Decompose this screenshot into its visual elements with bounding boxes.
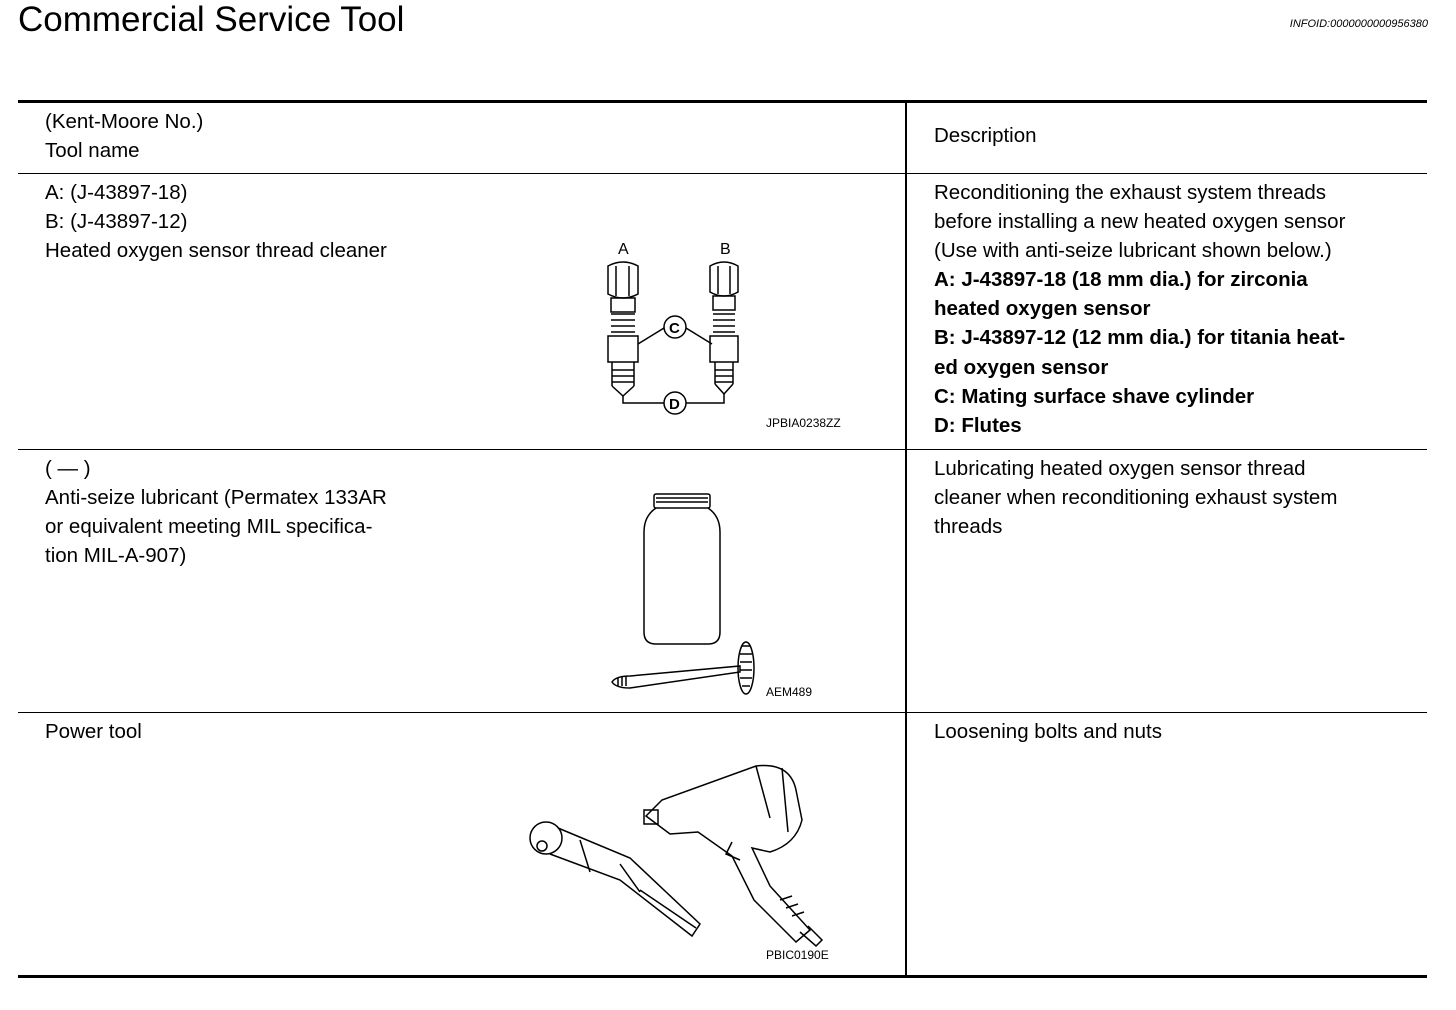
description-line: threads <box>934 515 1003 538</box>
tool-name: Heated oxygen sensor thread cleaner <box>45 239 387 262</box>
tool-name: Power tool <box>45 720 142 743</box>
figure-code: PBIC0190E <box>766 948 829 962</box>
tool-number-a: A: (J-43897-18) <box>45 181 188 204</box>
figure-code: JPBIA0238ZZ <box>766 416 841 430</box>
description-bold-line: heated oxygen sensor <box>934 297 1151 320</box>
description-line: Reconditioning the exhaust system thread… <box>934 181 1327 204</box>
figure-label-b: B <box>720 241 731 258</box>
header-description: Description <box>934 124 1037 147</box>
figure-label-c: C <box>669 320 680 337</box>
header-divider <box>18 173 1427 174</box>
description-bold-line: A: J-43897-18 (18 mm dia.) for zirconia <box>934 268 1308 291</box>
thread-cleaner-figure: A B C D <box>607 241 739 415</box>
description-line: cleaner when reconditioning exhaust syst… <box>934 486 1338 509</box>
row-divider-1 <box>18 449 1427 450</box>
tool-name: or equivalent meeting MIL specifica- <box>45 515 373 538</box>
figure-code: AEM489 <box>766 685 813 699</box>
description-line: (Use with anti-seize lubricant shown bel… <box>934 239 1332 262</box>
header-tool-line1: (Kent-Moore No.) <box>45 110 204 133</box>
power-tool-figure <box>529 764 824 948</box>
lubricant-bottle-figure <box>611 493 755 695</box>
row-divider-2 <box>18 712 1427 713</box>
tool-number: ( — ) <box>45 457 91 480</box>
figure-label-a: A <box>618 241 629 258</box>
tool-name: tion MIL-A-907) <box>45 544 187 567</box>
page-title: Commercial Service Tool <box>18 0 405 39</box>
tool-name: Anti-seize lubricant (Permatex 133AR <box>45 486 387 509</box>
description-line: Loosening bolts and nuts <box>934 720 1162 743</box>
description-line: Lubricating heated oxygen sensor thread <box>934 457 1306 480</box>
description-bold-line: C: Mating surface shave cylinder <box>934 385 1255 408</box>
table-top-border <box>18 100 1427 103</box>
description-bold-line: D: Flutes <box>934 414 1022 437</box>
description-bold-line: B: J-43897-12 (12 mm dia.) for titania h… <box>934 326 1346 349</box>
header-tool-line2: Tool name <box>45 139 140 162</box>
tool-number-b: B: (J-43897-12) <box>45 210 188 233</box>
figure-label-d: D <box>669 396 680 413</box>
table-bottom-border <box>18 975 1427 978</box>
description-bold-line: ed oxygen sensor <box>934 356 1109 379</box>
column-divider <box>905 101 907 978</box>
info-id: INFOID:0000000000956380 <box>1289 18 1428 30</box>
description-line: before installing a new heated oxygen se… <box>934 210 1346 233</box>
